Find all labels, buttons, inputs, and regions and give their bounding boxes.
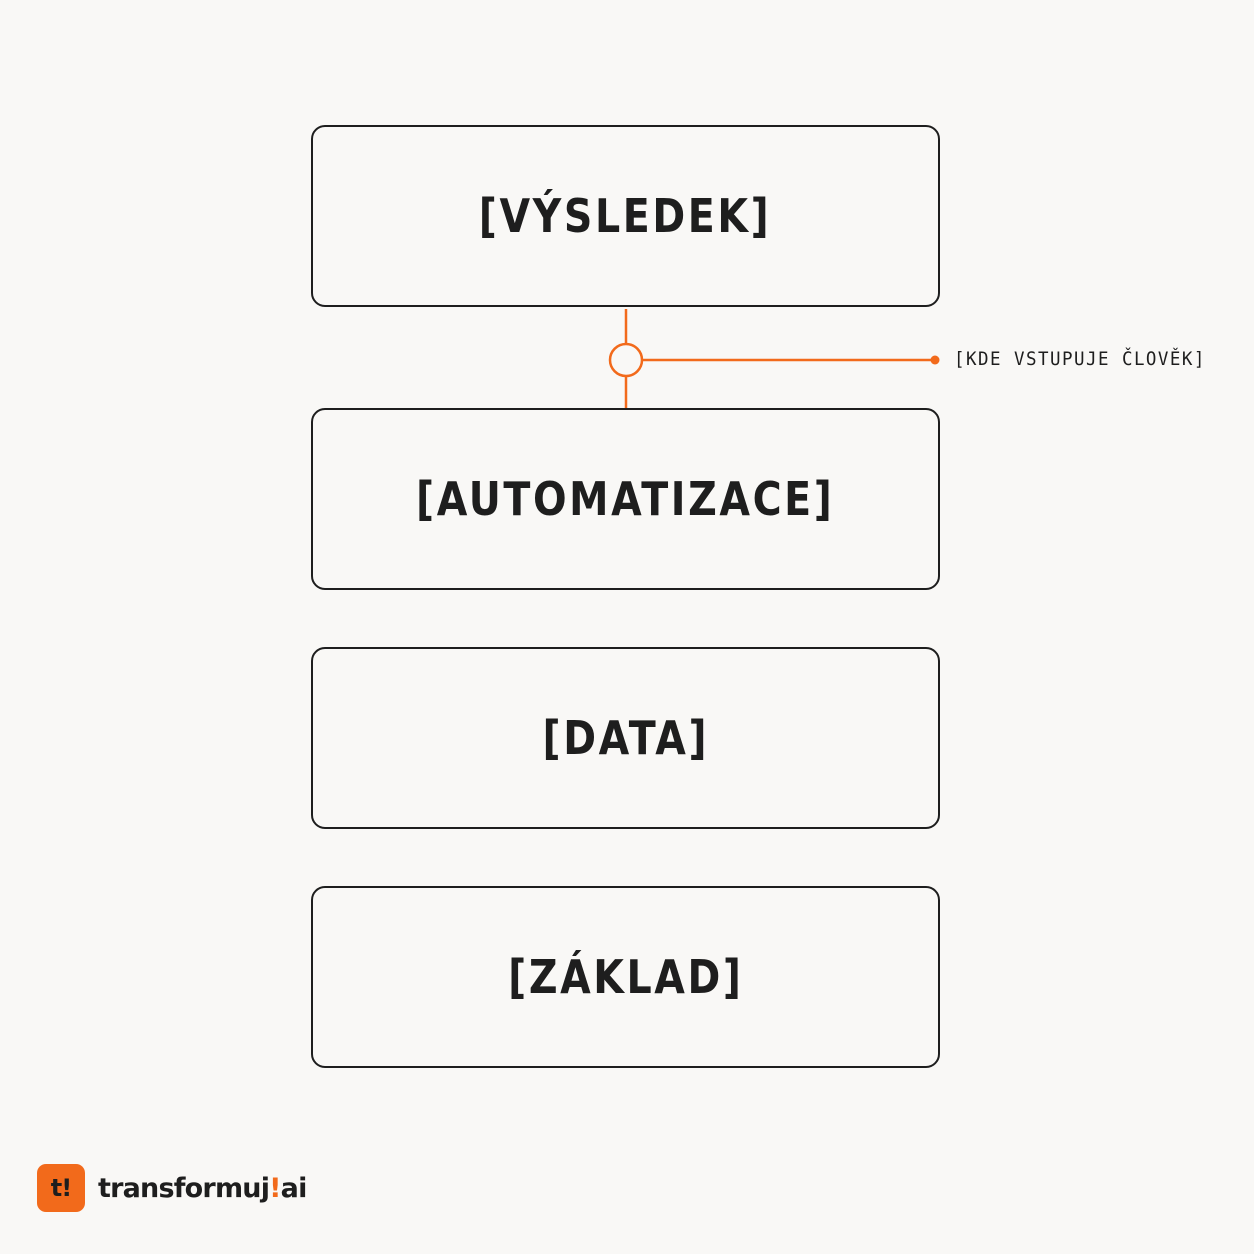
connector-endpoint-dot bbox=[930, 355, 940, 365]
brand-name: transformuj!ai bbox=[98, 1173, 307, 1204]
brand-name-part2: ai bbox=[280, 1172, 308, 1204]
layer-label-automatizace: [AUTOMATIZACE] bbox=[416, 472, 835, 526]
layer-label-vysledek: [VÝSLEDEK] bbox=[479, 189, 772, 243]
layer-label-data: [DATA] bbox=[542, 711, 709, 765]
brand-logo: t! transformuj!ai bbox=[37, 1164, 307, 1212]
layer-box-data: [DATA] bbox=[311, 647, 940, 829]
brand-badge: t! bbox=[37, 1164, 85, 1212]
brand-name-part1: transformuj bbox=[98, 1172, 270, 1204]
layer-box-vysledek: [VÝSLEDEK] bbox=[311, 125, 940, 307]
brand-name-accent: ! bbox=[269, 1172, 281, 1204]
layer-box-automatizace: [AUTOMATIZACE] bbox=[311, 408, 940, 590]
layer-box-zaklad: [ZÁKLAD] bbox=[311, 886, 940, 1068]
human-entry-annotation: [KDE VSTUPUJE ČLOVĚK] bbox=[954, 348, 1206, 370]
layer-label-zaklad: [ZÁKLAD] bbox=[507, 950, 744, 1004]
junction-circle bbox=[608, 342, 644, 378]
